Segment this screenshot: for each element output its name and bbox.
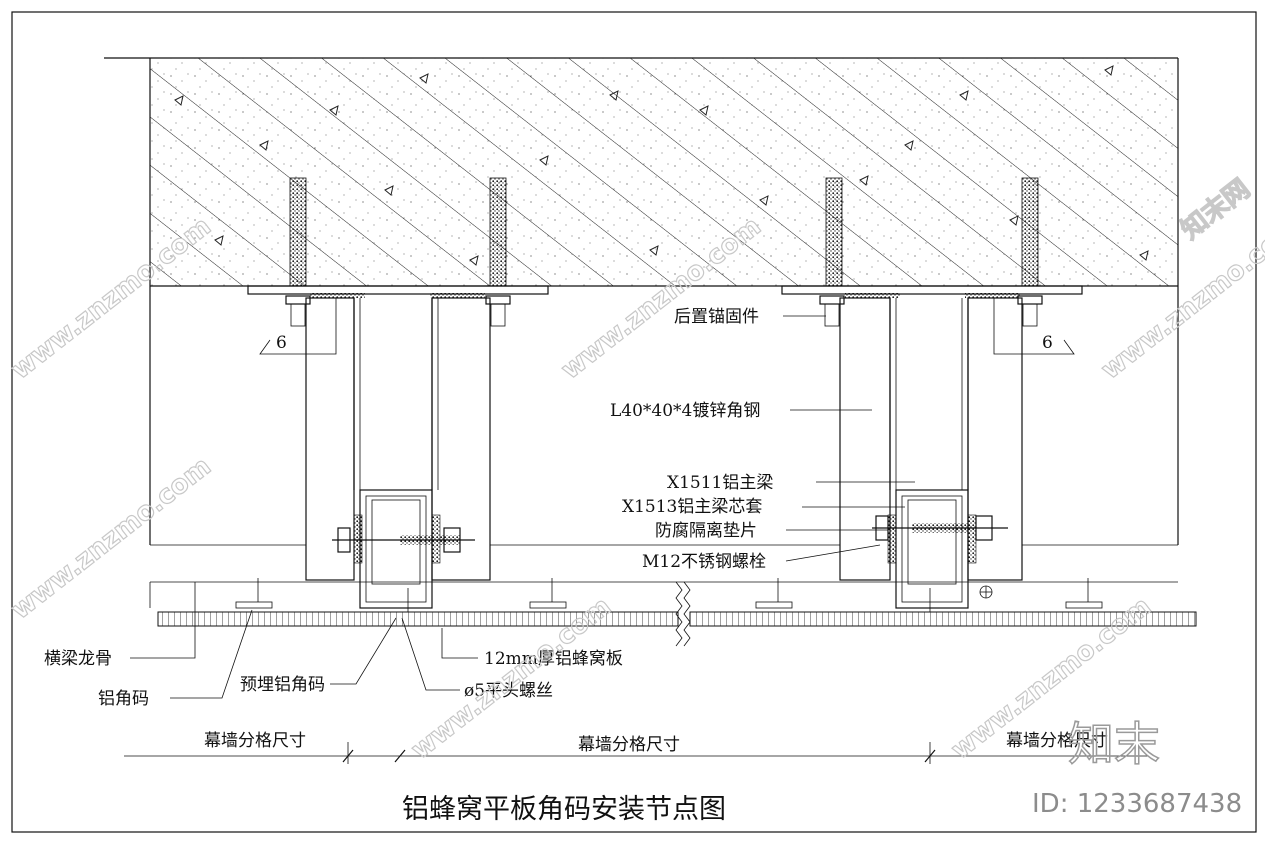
label-embedded-angle: 预埋铝角码 xyxy=(240,675,325,695)
watermark-site-text: www.znzmo.com xyxy=(6,212,217,386)
bracket-assembly-left xyxy=(247,177,549,609)
drawing-title: 铝蜂窝平板角码安装节点图 xyxy=(402,794,726,825)
weld-symbol-right: 6 xyxy=(993,298,1075,355)
sheet-border xyxy=(11,11,1257,833)
label-beam-sleeve: X1513铝主梁芯套 xyxy=(622,497,762,517)
transom-row xyxy=(149,578,1178,612)
chemical-anchor-rod xyxy=(825,177,843,287)
bracket-assembly-right xyxy=(781,177,1083,609)
watermark-brand-text: 知末网 xyxy=(1176,174,1256,246)
base-plate xyxy=(781,285,1083,295)
watermark-id: ID: 1233687438 xyxy=(1032,789,1242,819)
weld-symbol-left: 6 xyxy=(259,298,337,355)
angle-steel xyxy=(305,297,355,581)
beam-core-sleeve xyxy=(907,499,957,585)
dimension-label-center: 幕墙分格尺寸 xyxy=(578,735,680,755)
dimension-line: 幕墙分格尺寸 幕墙分格尺寸 幕墙分格尺寸 xyxy=(124,731,1148,764)
weld-size-left: 6 xyxy=(276,333,287,353)
chemical-anchor-rod xyxy=(1021,177,1039,287)
watermark-site-text: www.znzmo.com xyxy=(6,452,217,626)
angle-steel xyxy=(839,297,891,581)
dimension-label-right: 幕墙分格尺寸 xyxy=(1006,731,1108,751)
label-honeycomb-panel: 12mm厚铝蜂窝板 xyxy=(484,649,623,669)
honeycomb-panel xyxy=(157,581,1197,647)
label-bolt: M12不锈钢螺栓 xyxy=(642,552,766,572)
label-transom: 横梁龙骨 xyxy=(44,649,112,669)
label-main-beam: X1511铝主梁 xyxy=(667,473,773,493)
watermark-logo: 知末 xyxy=(1068,717,1160,771)
aluminium-main-beam xyxy=(895,489,969,609)
label-spacer: 防腐隔离垫片 xyxy=(655,521,757,541)
weld-size-right: 6 xyxy=(1042,333,1053,353)
label-angle-clip: 铝角码 xyxy=(98,689,149,709)
base-plate xyxy=(247,285,549,295)
dimension-label-left: 幕墙分格尺寸 xyxy=(204,731,306,751)
chemical-anchor-rod xyxy=(489,177,507,287)
label-anchor: 后置锚固件 xyxy=(674,307,759,327)
aluminium-main-beam xyxy=(359,489,433,609)
label-screw: ø5平头螺丝 xyxy=(464,681,553,701)
chemical-anchor-rod xyxy=(289,177,307,287)
leader-lines xyxy=(130,315,915,699)
label-angle-steel: L40*40*4镀锌角钢 xyxy=(610,401,760,421)
concrete-slab xyxy=(104,57,1179,287)
